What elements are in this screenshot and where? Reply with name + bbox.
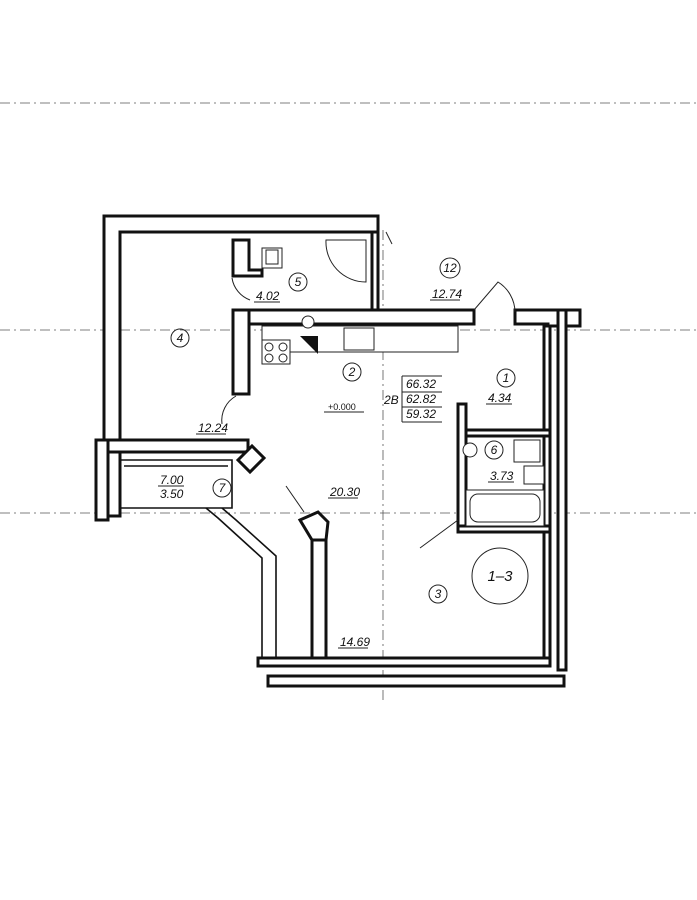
- section-label: 1–3: [487, 568, 513, 585]
- room-4-area: 12.24: [198, 421, 228, 435]
- walls: [94, 214, 582, 688]
- room-1-number: 1: [503, 371, 510, 385]
- level-mark: +0.000: [328, 402, 356, 412]
- room-7-area-reduced: 3.50: [160, 487, 184, 501]
- room-7-area-full: 7.00: [160, 473, 184, 487]
- room-12-area: 12.74: [432, 287, 462, 301]
- room-5-number: 5: [295, 275, 302, 289]
- room-4-number: 4: [177, 331, 184, 345]
- apartment-area-total: 66.32: [406, 377, 436, 391]
- room-circles: [170, 257, 529, 605]
- room-5-area: 4.02: [256, 289, 280, 303]
- room-2-area: 20.30: [329, 485, 360, 499]
- room-3-area: 14.69: [340, 635, 370, 649]
- apartment-summary: [401, 375, 442, 423]
- apartment-area-living: 62.82: [406, 392, 436, 406]
- doors: [221, 231, 516, 549]
- fixtures: [261, 239, 545, 527]
- room-1-area: 4.34: [488, 391, 512, 405]
- room-7-number: 7: [219, 481, 227, 495]
- room-2-number: 2: [348, 365, 356, 379]
- room-3-number: 3: [435, 587, 442, 601]
- room-12-number: 12: [443, 261, 457, 275]
- apartment-type: 2B: [383, 393, 399, 407]
- apartment-area-useful: 59.32: [406, 407, 436, 421]
- room-6-number: 6: [491, 443, 498, 457]
- room-6-area: 3.73: [490, 469, 514, 483]
